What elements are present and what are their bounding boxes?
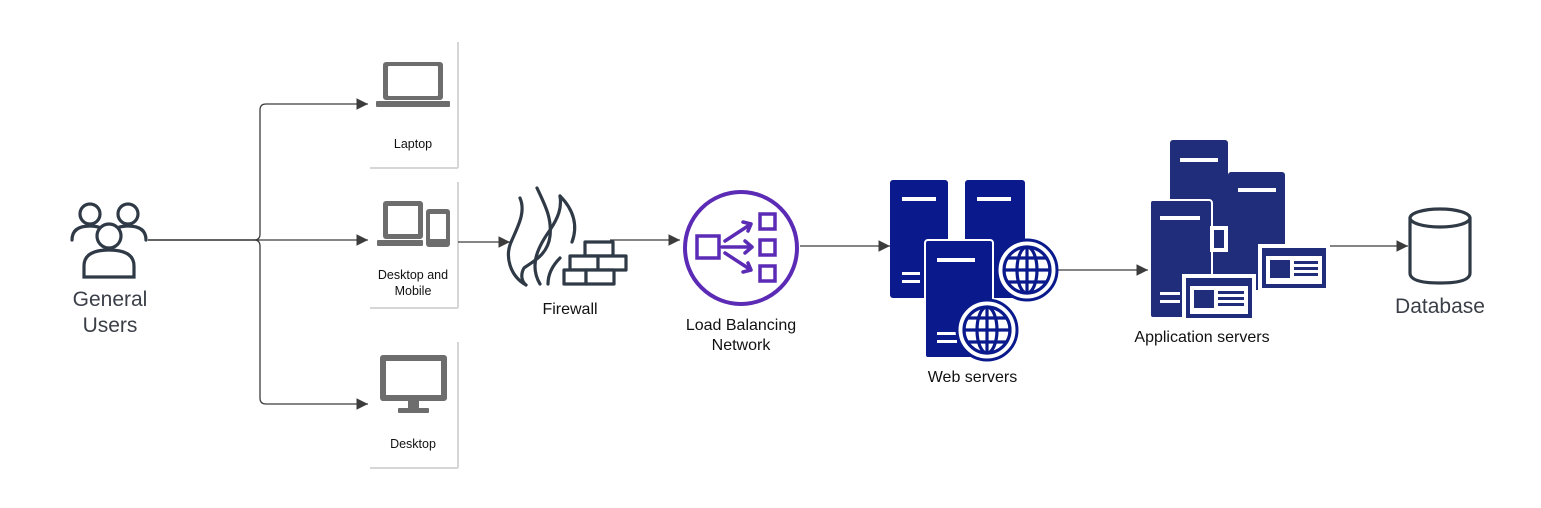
users-label-line1: General	[72, 288, 148, 311]
database-label: Database	[1395, 295, 1485, 318]
desktop-and-mobile-label: Desktop and Mobile	[368, 268, 458, 299]
load-balancer-label: Load Balancing Network	[666, 316, 816, 356]
connector-users-laptop	[148, 98, 368, 241]
firewall-label: Firewall	[542, 301, 598, 318]
desktop-and-mobile-icon	[377, 201, 450, 247]
desktop-and-mobile-label-line1: Desktop and	[377, 268, 449, 282]
connectors	[148, 98, 1408, 410]
laptop-icon	[376, 62, 450, 107]
firewall-icon	[506, 186, 628, 287]
web-server-icon	[890, 180, 1059, 362]
desktop-label: Desktop	[390, 437, 436, 451]
connector-users-desktop	[148, 239, 368, 410]
users-icon	[70, 202, 148, 279]
users-label: General Users	[60, 287, 160, 340]
load-balancer-icon	[683, 190, 799, 306]
database-icon	[1408, 207, 1472, 285]
application-server-icon	[1149, 140, 1330, 322]
users-label-line2: Users	[82, 314, 138, 338]
load-balancer-label-line1: Load Balancing	[685, 317, 797, 334]
laptop-label: Laptop	[393, 137, 433, 151]
load-balancer-label-line2: Network	[711, 337, 771, 354]
desktop-and-mobile-label-line2: Mobile	[394, 283, 432, 298]
web-servers-label: Web servers	[927, 369, 1018, 386]
application-servers-label: Application servers	[1134, 329, 1270, 346]
monitor-icon	[380, 355, 447, 413]
